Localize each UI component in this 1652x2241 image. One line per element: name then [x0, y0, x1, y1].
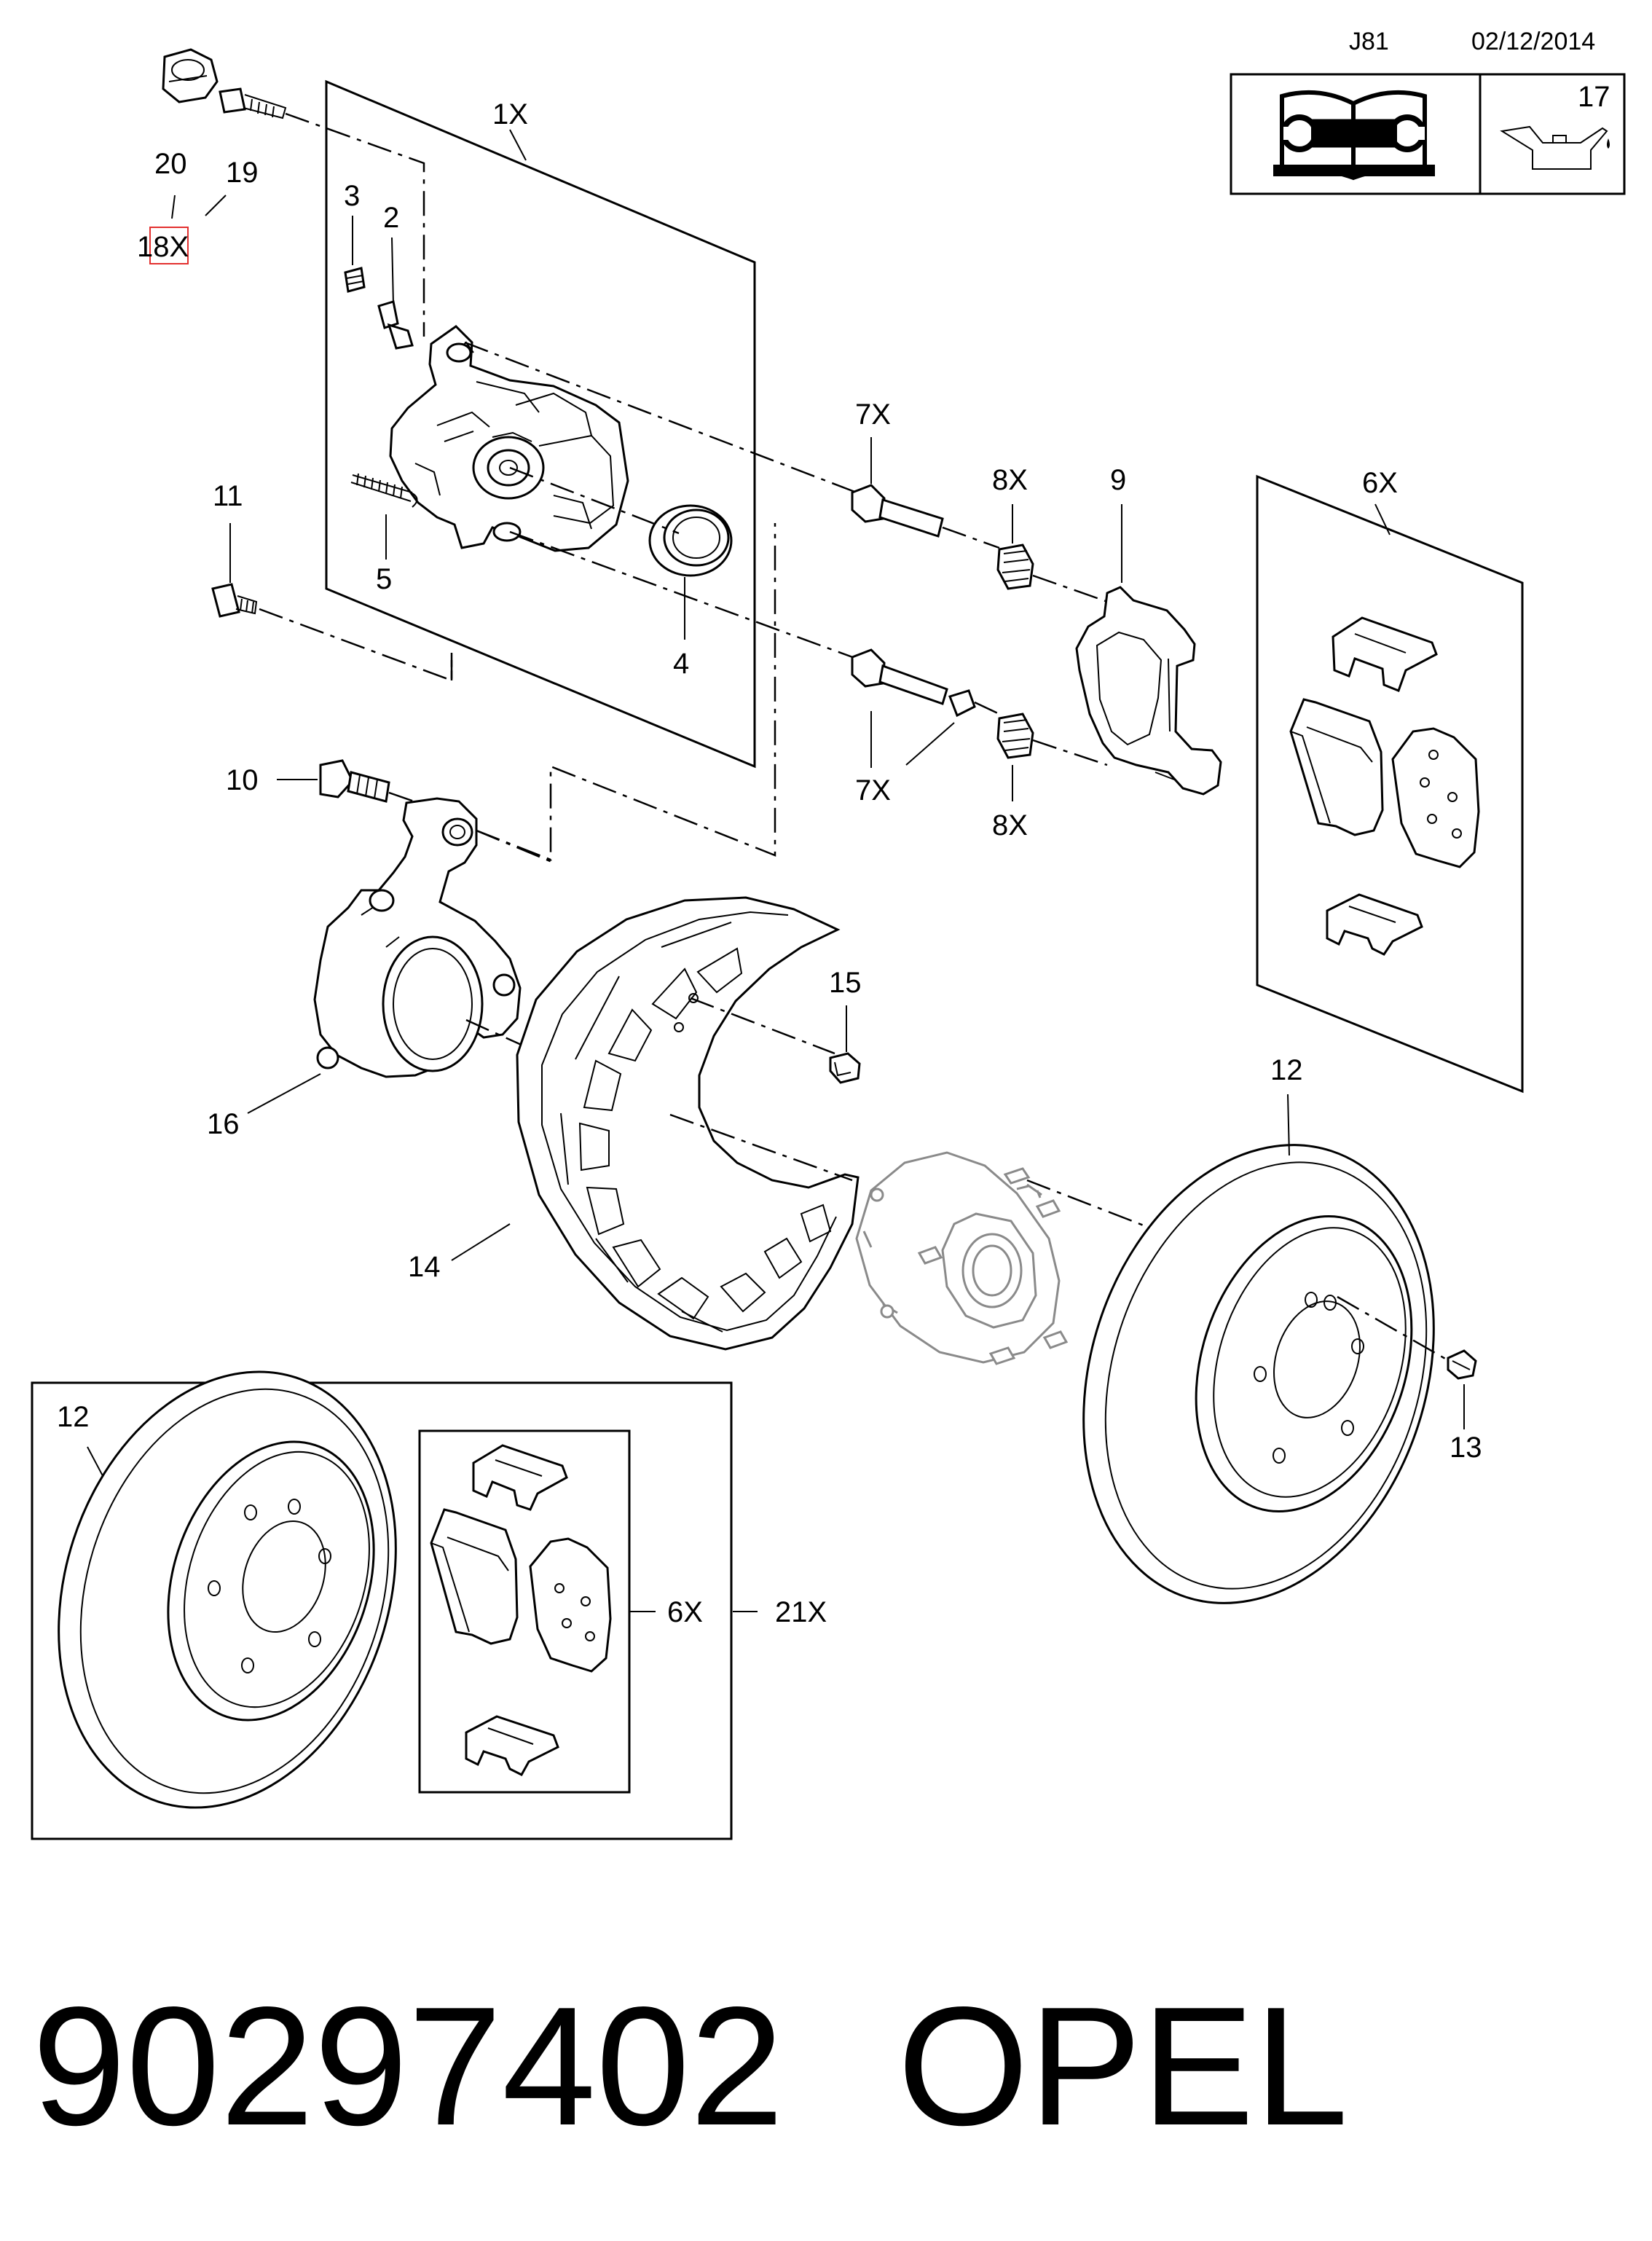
callout-inset-21x: 21X — [775, 1596, 827, 1628]
carrier-bolt-10 — [319, 759, 390, 803]
callout-inset-12: 12 — [57, 1401, 90, 1433]
diagram-code: J81 — [1349, 28, 1389, 55]
callout-13: 13 — [1450, 1432, 1482, 1464]
caliper-bolt-11 — [211, 583, 258, 618]
dust-shield-14 — [516, 896, 860, 1351]
brake-pad-left — [1289, 698, 1384, 836]
dust-cap-3 — [344, 267, 366, 293]
callout-19: 19 — [226, 157, 259, 189]
callout-inset-6x: 6X — [667, 1596, 703, 1628]
bleed-screw-cap — [162, 48, 219, 103]
pad-clip-upper — [1332, 616, 1438, 692]
service-manual-wrench-icon — [1273, 90, 1435, 181]
caliper-kit-panel — [325, 79, 756, 769]
callout-15: 15 — [829, 967, 862, 999]
inset-brake-disc — [58, 1370, 397, 1809]
caliper-carrier-bracket-9 — [1075, 586, 1222, 796]
callout-16: 16 — [207, 1108, 240, 1140]
bleed-valve-2 — [377, 300, 414, 350]
legend-box: 17 — [1230, 73, 1626, 195]
brake-pad-kit-panel — [1256, 474, 1524, 1094]
callout-4: 4 — [673, 648, 689, 680]
callout-10: 10 — [226, 764, 259, 796]
guide-pin-upper — [851, 484, 944, 538]
brake-disc-12 — [1082, 1144, 1435, 1604]
callout-14: 14 — [408, 1251, 441, 1283]
callout-11: 11 — [213, 480, 243, 512]
pin-boot-lower — [996, 713, 1034, 759]
shield-screw-15 — [829, 1052, 861, 1084]
guide-pin-lower — [851, 648, 976, 718]
pad-clip-lower — [1326, 893, 1423, 956]
callout-9: 9 — [1110, 464, 1126, 496]
callout-12: 12 — [1270, 1054, 1303, 1086]
callout-18x: 18X — [137, 231, 189, 263]
callout-7x-top: 7X — [855, 399, 891, 431]
highlight-box-18x — [149, 227, 189, 264]
spring-5 — [350, 473, 418, 508]
brand-name: OPEL — [897, 1972, 1348, 2161]
inset-brake-pad-right — [529, 1537, 612, 1673]
caliper-housing — [389, 325, 629, 552]
oil-reference-number: 17 — [1578, 81, 1610, 113]
callout-6x: 6X — [1362, 467, 1398, 499]
inset-pad-clip-upper — [472, 1444, 568, 1511]
disc-retaining-screw-13 — [1447, 1349, 1477, 1380]
wheel-hub-bearing — [855, 1151, 1069, 1365]
callout-5: 5 — [376, 563, 392, 595]
diagram-date: 02/12/2014 — [1471, 28, 1595, 55]
inset-pad-clip-lower — [465, 1715, 559, 1776]
steering-knuckle-16 — [313, 797, 522, 1078]
callout-20: 20 — [154, 148, 187, 180]
part-number: 90297402 — [32, 1972, 784, 2161]
brake-pad-right — [1391, 727, 1480, 868]
bleed-screw — [219, 87, 287, 119]
oil-can-icon — [1500, 125, 1610, 170]
callout-3: 3 — [344, 180, 360, 212]
kit-21x-inset — [31, 1381, 733, 1840]
callout-8x-top: 8X — [992, 464, 1028, 496]
pin-boot-upper — [996, 543, 1034, 590]
callout-2: 2 — [383, 202, 399, 234]
piston-seal-4 — [648, 504, 733, 577]
callout-7x-bottom: 7X — [855, 774, 891, 806]
callout-1x: 1X — [492, 98, 528, 130]
inset-brake-pad-left — [430, 1508, 519, 1645]
callout-8x-bottom: 8X — [992, 809, 1028, 841]
